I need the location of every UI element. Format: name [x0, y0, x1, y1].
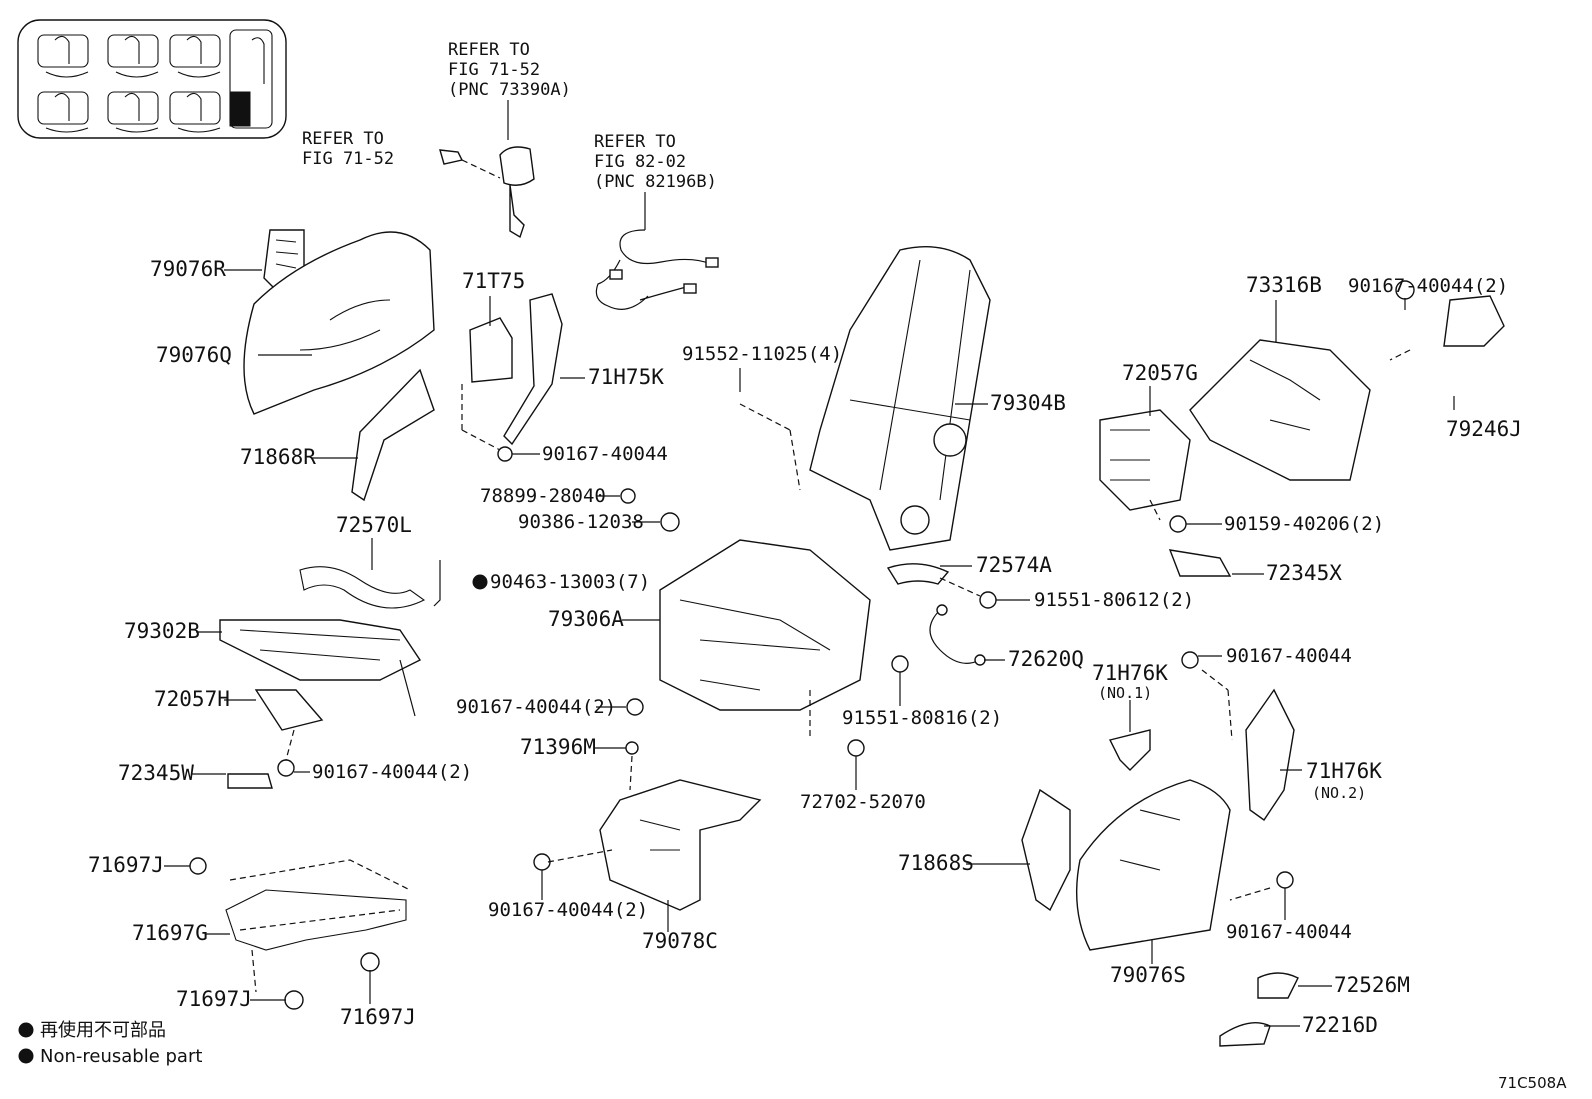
part-72574A — [886, 563, 981, 597]
label-72057G: 72057G — [1122, 361, 1198, 385]
legend-japanese: 再使用不可部品 — [40, 1020, 166, 1041]
part-71868S — [1021, 788, 1071, 912]
label-79304B: 79304B — [990, 391, 1066, 415]
refer-line1: REFER TO — [302, 129, 384, 149]
label-90167-40044-2b: 90167-40044(2) — [456, 696, 616, 718]
label-72345X: 72345X — [1266, 561, 1342, 585]
part-72620Q — [929, 604, 986, 666]
label-71697J-b: 71697J — [176, 987, 252, 1011]
label-78899-28040: 78899-28040 — [480, 485, 606, 507]
part-73316B — [1189, 339, 1371, 481]
part-79306A — [659, 539, 871, 740]
label-90167-40044-c: 90167-40044 — [1226, 921, 1352, 943]
legend-dot-icon — [18, 1048, 34, 1064]
part-72345W — [227, 773, 273, 789]
label-90167-40044: 90167-40044 — [542, 443, 668, 465]
label-71868S: 71868S — [898, 851, 974, 875]
label-72702-52070: 72702-52070 — [800, 791, 926, 813]
refer-callout-82-02: REFER TO FIG 82-02 (PNC 82196B) — [594, 132, 717, 230]
figure-code: 71C508A — [1498, 1074, 1567, 1092]
label-71H76K-no2: 71H76K — [1306, 759, 1382, 783]
label-71697J-a: 71697J — [88, 853, 164, 877]
label-72620Q: 72620Q — [1008, 647, 1084, 671]
part-72526M — [1257, 972, 1299, 999]
label-71H75K: 71H75K — [588, 365, 664, 389]
label-71H76K-no1: 71H76K — [1092, 661, 1168, 685]
label-79078C: 79078C — [642, 929, 718, 953]
label-79306A: 79306A — [548, 607, 624, 631]
label-90386-12038: 90386-12038 — [518, 511, 644, 533]
refer-callout-71-52: REFER TO FIG 71-52 — [302, 129, 394, 169]
part-72570L — [299, 560, 441, 609]
label-72526M: 72526M — [1334, 973, 1410, 997]
seat-belt-buckle — [439, 146, 535, 239]
label-90167-40044-b: 90167-40044 — [1226, 645, 1352, 667]
label-90167-40044-2c: 90167-40044(2) — [312, 761, 472, 783]
leader-lines — [164, 269, 1455, 1027]
legend-english: Non-reusable part — [40, 1046, 202, 1067]
part-71T75 — [461, 317, 513, 451]
label-79076S: 79076S — [1110, 963, 1186, 987]
refer-callout-71-52-pnc: REFER TO FIG 71-52 (PNC 73390A) — [448, 40, 571, 140]
part-72057G — [1099, 409, 1191, 521]
label-73316B: 73316B — [1246, 273, 1322, 297]
refer-line2: FIG 71-52 — [302, 149, 394, 169]
label-72574A: 72574A — [976, 553, 1052, 577]
part-71H76K-no2 — [1201, 669, 1295, 821]
label-72345W: 72345W — [118, 761, 194, 785]
label-79076R: 79076R — [150, 257, 226, 281]
label-90159-40206: 90159-40206(2) — [1224, 513, 1384, 535]
label-90167-40044-2: 90167-40044(2) — [1348, 275, 1508, 297]
label-71H76K-no1-sub: (NO.1) — [1098, 684, 1152, 702]
label-91551-80816: 91551-80816(2) — [842, 707, 1002, 729]
label-71868R: 71868R — [240, 445, 316, 469]
part-71697G — [225, 859, 411, 993]
legend-dot-icon — [18, 1022, 34, 1038]
part-79078C — [547, 755, 762, 911]
refer-line3: (PNC 82196B) — [594, 172, 717, 192]
part-79302B — [219, 619, 422, 717]
part-79076S — [1076, 779, 1271, 951]
label-79302B: 79302B — [124, 619, 200, 643]
label-72570L: 72570L — [336, 513, 412, 537]
part-72057H — [254, 689, 324, 761]
label-91551-80612: 91551-80612(2) — [1034, 589, 1194, 611]
label-71H76K-no2-sub: (NO.2) — [1312, 784, 1366, 802]
part-labels: 79076R 79076Q 71868R 71T75 71H75K 90167-… — [88, 257, 1522, 1037]
refer-line2: FIG 82-02 — [594, 152, 686, 172]
label-91552-11025: 91552-11025(4) — [682, 343, 842, 365]
non-reusable-90463: 90463-13003(7) — [472, 571, 650, 593]
label-72216D: 72216D — [1302, 1013, 1378, 1037]
label-90463-13003: 90463-13003(7) — [490, 571, 650, 593]
legend: 再使用不可部品 Non-reusable part — [18, 1020, 202, 1067]
part-71H76K-no1 — [1108, 729, 1151, 771]
label-71697J-c: 71697J — [340, 1005, 416, 1029]
part-72216D — [1219, 1022, 1271, 1047]
label-79076Q: 79076Q — [156, 343, 232, 367]
label-71697G: 71697G — [132, 921, 208, 945]
label-79246J: 79246J — [1446, 417, 1522, 441]
label-72057H: 72057H — [154, 687, 230, 711]
seat-location-key — [17, 19, 287, 139]
part-72345X — [1168, 549, 1232, 577]
label-71396M: 71396M — [520, 735, 596, 759]
label-90167-40044-2d: 90167-40044(2) — [488, 899, 648, 921]
part-71H75K — [503, 293, 563, 446]
wire-harness — [595, 229, 719, 310]
part-79304B — [739, 245, 991, 551]
refer-line1: REFER TO — [594, 132, 676, 152]
part-79246J — [1389, 295, 1505, 361]
non-reusable-dot-icon — [472, 574, 488, 590]
refer-line1: REFER TO — [448, 40, 530, 60]
refer-line2: FIG 71-52 — [448, 60, 540, 80]
part-71868R — [351, 368, 435, 502]
label-71T75: 71T75 — [462, 269, 525, 293]
refer-line3: (PNC 73390A) — [448, 80, 571, 100]
part-79076Q — [243, 231, 435, 415]
